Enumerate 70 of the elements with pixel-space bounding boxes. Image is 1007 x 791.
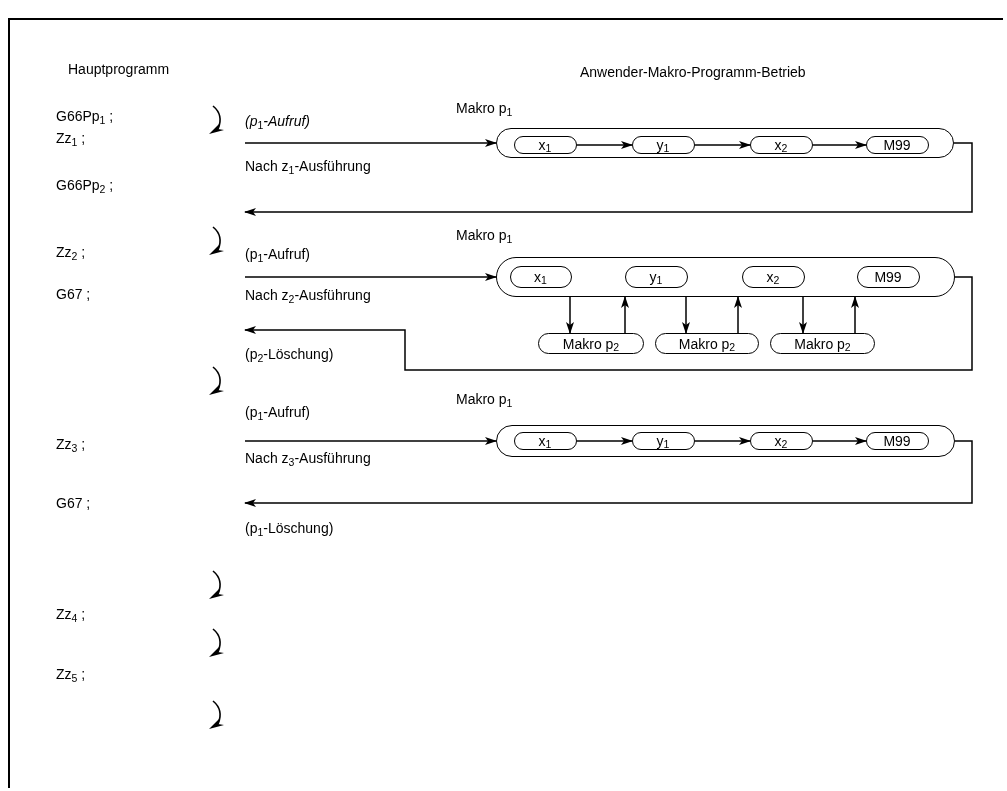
step-label: y$_{1}$ [656,433,670,448]
step-label: x$_{2}$ [774,433,788,448]
rounded-step [513,135,577,154]
arrow [812,141,867,149]
rounded-step [856,265,920,288]
text-label: Hauptprogramm [68,62,170,76]
rounded-step [631,431,695,450]
rounded-step [865,431,929,450]
step-label: x$_{2}$ [774,137,788,152]
step-label: y$_{1}$ [656,137,670,152]
arrow [566,296,574,334]
macro-heading: Makro p$_{1}$ [456,392,513,406]
arrow [694,141,751,149]
macro-heading: Makro p$_{1}$ [456,101,513,115]
text-label: Nach z$_{2}$-Ausführung [245,288,371,302]
rounded-step [624,265,688,288]
edge-label: (p$_{2}$-Löschung) [245,347,334,361]
arrow [244,273,497,281]
step-label: M99 [883,433,911,448]
rounded-step [631,135,695,154]
step-label: x$_{1}$ [538,433,552,448]
arrow [812,437,867,445]
arrow [694,437,751,445]
rounded-step [749,431,813,450]
arrow [244,142,973,216]
text-label: Nach z$_{3}$-Ausführung [245,451,371,465]
rounded-step [538,333,644,354]
step-label: x$_{2}$ [766,269,780,284]
rounded-step [513,431,577,450]
arrow [682,296,690,334]
text-label: Anwender-Makro-Programm-Betrieb [580,65,806,79]
rounded-step [865,135,929,154]
edge-label: (p$_{1}$-Aufruf) [245,247,310,261]
arrow [734,296,742,334]
step-label: Makro p$_{2}$ [562,336,620,351]
arrow [576,437,633,445]
rounded-step [770,333,875,354]
text-label: Zz$_{2}$ ; [56,245,86,259]
step-label: M99 [883,137,911,152]
text-label: G66Pp$_{1}$ ; [56,109,114,123]
text-label: Zz$_{5}$ ; [56,667,86,681]
rounded-step [749,135,813,154]
macro-heading: Makro p$_{1}$ [456,228,513,242]
step-label: Makro p$_{2}$ [794,336,851,351]
step-label: M99 [874,269,902,284]
rounded-step [741,265,805,288]
arrow [851,296,859,334]
arrow [799,296,807,334]
arrow [244,276,973,371]
step-label: x$_{1}$ [534,269,547,284]
arrow [621,296,629,334]
text-label: Zz$_{1}$ ; [56,131,86,145]
text-label: G67 ; [56,287,91,301]
arrow [244,440,973,507]
edge-label: (p$_{1}$-Aufruf) [245,405,310,419]
text-label: Nach z$_{1}$-Ausführung [245,159,371,173]
arrow [244,139,497,147]
arrow [576,141,633,149]
edge-label: (p$_{1}$-Löschung) [245,521,334,535]
rounded-step [655,333,759,354]
text-label: Zz$_{4}$ ; [56,607,86,621]
step-label: x$_{1}$ [538,137,552,152]
arrow [244,437,497,445]
edge-label: (p$_{1}$-Aufruf) [245,114,310,128]
text-label: Zz$_{3}$ ; [56,437,86,451]
step-label: y$_{1}$ [649,269,663,284]
text-label: G67 ; [56,496,91,510]
text-label: G66Pp$_{2}$ ; [56,178,114,192]
rounded-step [509,265,572,288]
step-label: Makro p$_{2}$ [678,336,736,351]
